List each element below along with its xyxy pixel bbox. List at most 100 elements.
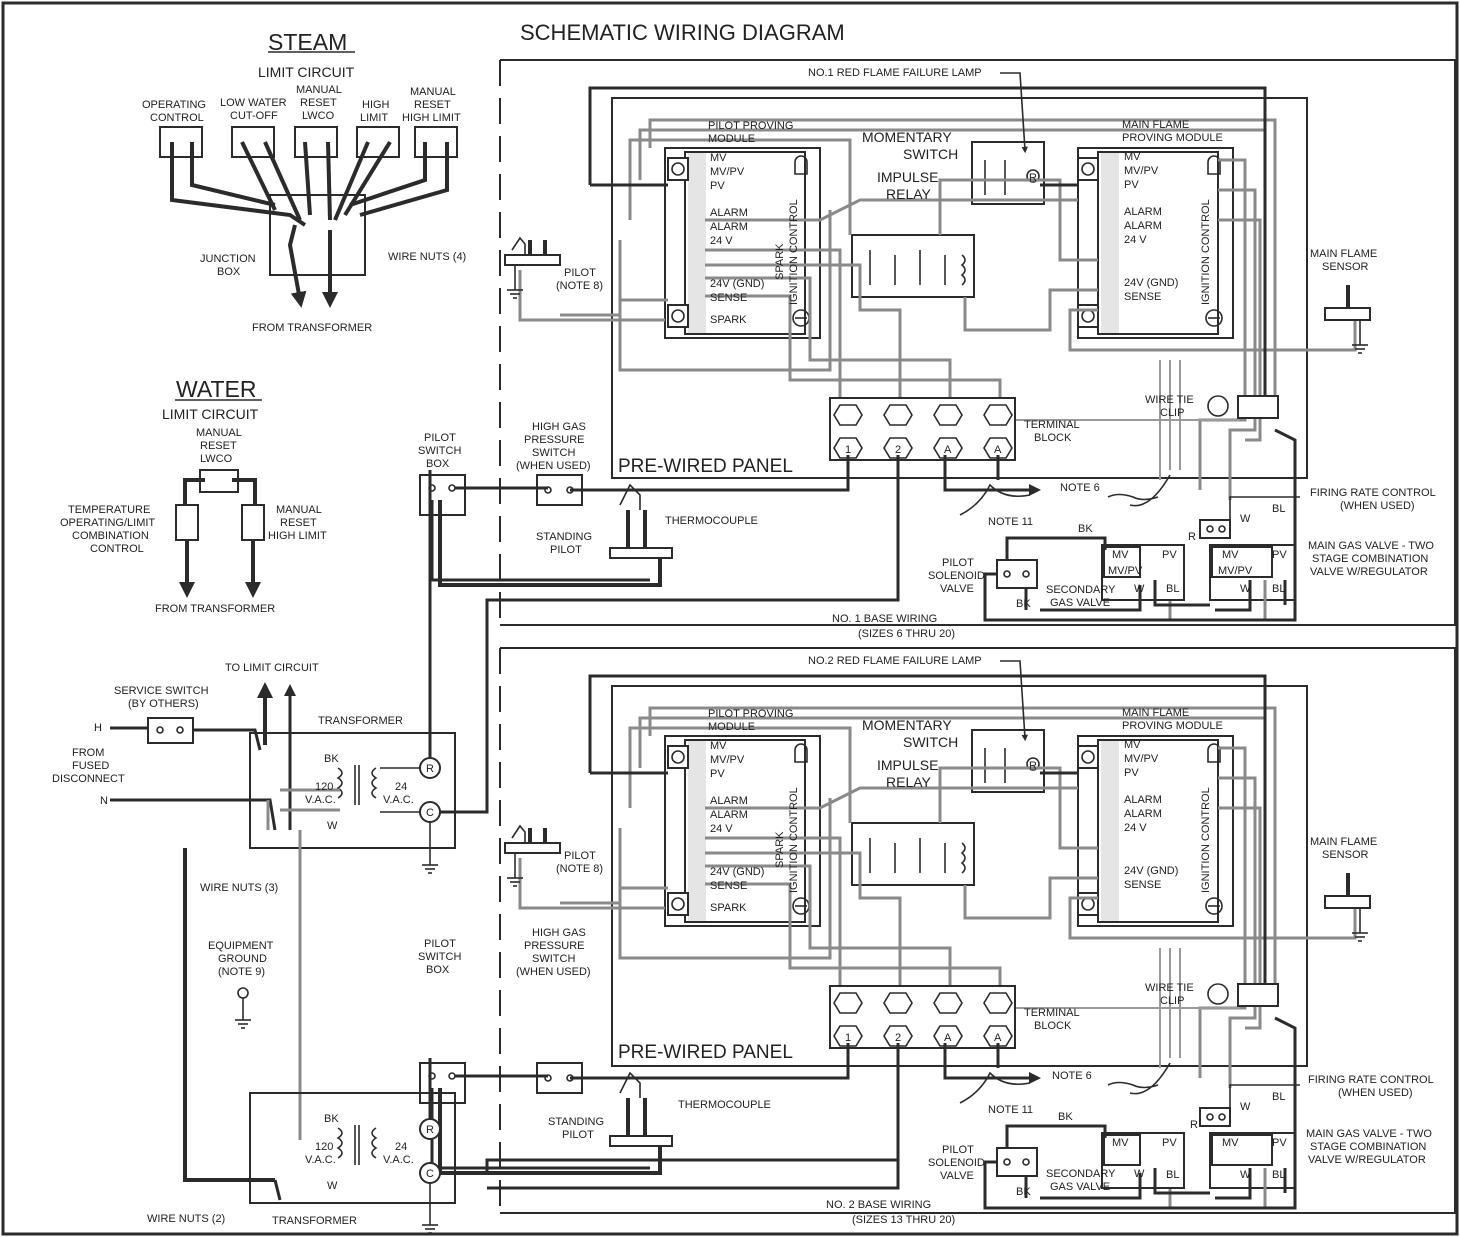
label: BLOCK <box>1034 432 1072 444</box>
label: (NOTE 8) <box>556 863 603 875</box>
label: SPARK <box>710 314 747 326</box>
label: SENSE <box>1124 291 1161 303</box>
label: STAGE COMBINATION <box>1310 1141 1426 1153</box>
label: IMPULSE <box>877 169 938 185</box>
power-label: (BY OTHERS) <box>128 698 199 710</box>
label: STAGE COMBINATION <box>1312 553 1428 565</box>
label: A <box>994 444 1002 456</box>
power-label: TO LIMIT CIRCUIT <box>225 662 319 674</box>
label: PV <box>1162 1137 1177 1149</box>
label: PILOT <box>424 432 456 444</box>
label: MV <box>1112 1137 1129 1149</box>
label: SWITCH <box>903 734 958 750</box>
label: MOMENTARY <box>862 129 952 145</box>
label: SOLENOID <box>928 570 985 582</box>
label: BL <box>1272 503 1285 515</box>
label: SWITCH <box>903 146 958 162</box>
label: THERMOCOUPLE <box>665 515 758 527</box>
label: 24 V <box>1124 822 1147 834</box>
label: A <box>944 1032 952 1044</box>
base-wiring-label: (SIZES 6 THRU 20) <box>858 628 955 640</box>
label: VALVE <box>940 1170 974 1182</box>
label: W <box>1240 1169 1251 1181</box>
steam-label: LWCO <box>302 110 335 122</box>
power-label: EQUIPMENT <box>208 940 274 952</box>
steam-label: RESET <box>414 99 451 111</box>
label: 24V (GND) <box>710 278 764 290</box>
power-label: GROUND <box>218 953 267 965</box>
water-label: COMBINATION <box>72 530 149 542</box>
power-label: C <box>426 807 434 819</box>
power-label: (NOTE 9) <box>218 966 265 978</box>
label: 2 <box>895 1032 901 1044</box>
label: SECONDARY <box>1046 584 1116 596</box>
label: ALARM <box>1124 794 1162 806</box>
power-supply <box>110 470 900 1234</box>
label: ALARM <box>710 207 748 219</box>
steam-label: OPERATING <box>142 99 206 111</box>
label: PROVING MODULE <box>1122 720 1223 732</box>
label: BL <box>1272 583 1285 595</box>
section-1-labels: NO.1 RED FLAME FAILURE LAMP PILOT PROVIN… <box>418 67 1436 640</box>
label: ALARM <box>1124 206 1162 218</box>
label: BLOCK <box>1034 1020 1072 1032</box>
power-label: TRANSFORMER <box>272 1215 357 1227</box>
water-subheading: LIMIT CIRCUIT <box>162 406 259 422</box>
label: PILOT <box>564 267 596 279</box>
lamp-label: NO.2 RED FLAME FAILURE LAMP <box>808 655 982 667</box>
label: PRESSURE <box>524 940 585 952</box>
power-label: BK <box>324 753 339 765</box>
label: SWITCH <box>532 953 575 965</box>
water-limit-circuit <box>175 399 265 598</box>
panel-label: PRE-WIRED PANEL <box>618 456 793 477</box>
label: R <box>1190 1119 1198 1131</box>
label: CLIP <box>1160 995 1184 1007</box>
power-label: BK <box>324 1113 339 1125</box>
label: PV <box>1162 549 1177 561</box>
label: MAIN GAS VALVE - TWO <box>1308 540 1434 552</box>
label: MAIN FLAME <box>1122 707 1189 719</box>
power-label: V.A.C. <box>305 794 336 806</box>
steam-label: BOX <box>217 266 241 278</box>
section-2-labels: NO.2 RED FLAME FAILURE LAMP PILOT PROVIN… <box>418 655 1434 1226</box>
label: MV/PV <box>1108 565 1143 577</box>
water-label: CONTROL <box>90 543 144 555</box>
label: MAIN FLAME <box>1310 248 1377 260</box>
power-label: 24 <box>395 781 407 793</box>
label: (WHEN USED) <box>516 460 591 472</box>
label: IGNITION CONTROL <box>788 199 800 305</box>
label: FIRING RATE CONTROL <box>1310 487 1436 499</box>
label: 24 V <box>1124 234 1147 246</box>
water-label: RESET <box>200 440 237 452</box>
steam-label: CONTROL <box>150 112 204 124</box>
power-label: W <box>327 1180 338 1192</box>
power-label: V.A.C. <box>383 1154 414 1166</box>
water-label: TEMPERATURE <box>68 504 150 516</box>
label: HIGH GAS <box>532 927 586 939</box>
label: MV <box>1124 151 1141 163</box>
label: PV <box>710 180 725 192</box>
label: 24V (GND) <box>1124 277 1178 289</box>
label: VALVE W/REGULATOR <box>1308 1154 1426 1166</box>
label: TERMINAL <box>1024 419 1080 431</box>
label: ALARM <box>710 809 748 821</box>
label: VALVE W/REGULATOR <box>1310 566 1428 578</box>
steam-label: LIMIT <box>360 112 388 124</box>
label: W <box>1240 513 1251 525</box>
label: THERMOCOUPLE <box>678 1099 771 1111</box>
label: MAIN FLAME <box>1122 119 1189 131</box>
label: MV <box>1222 549 1239 561</box>
label: (WHEN USED) <box>1338 1087 1413 1099</box>
label: PRESSURE <box>524 434 585 446</box>
label: W <box>1134 583 1145 595</box>
label: SENSE <box>710 292 747 304</box>
label: VALVE <box>940 583 974 595</box>
label: MV/PV <box>1124 753 1159 765</box>
panel-label: PRE-WIRED PANEL <box>618 1042 793 1063</box>
label: SPARK <box>774 243 786 280</box>
power-label: WIRE NUTS (3) <box>200 882 278 894</box>
lamp-label: NO.1 RED FLAME FAILURE LAMP <box>808 67 982 79</box>
steam-label: HIGH <box>362 99 390 111</box>
power-label: FROM <box>72 747 104 759</box>
label: SENSOR <box>1322 261 1369 273</box>
